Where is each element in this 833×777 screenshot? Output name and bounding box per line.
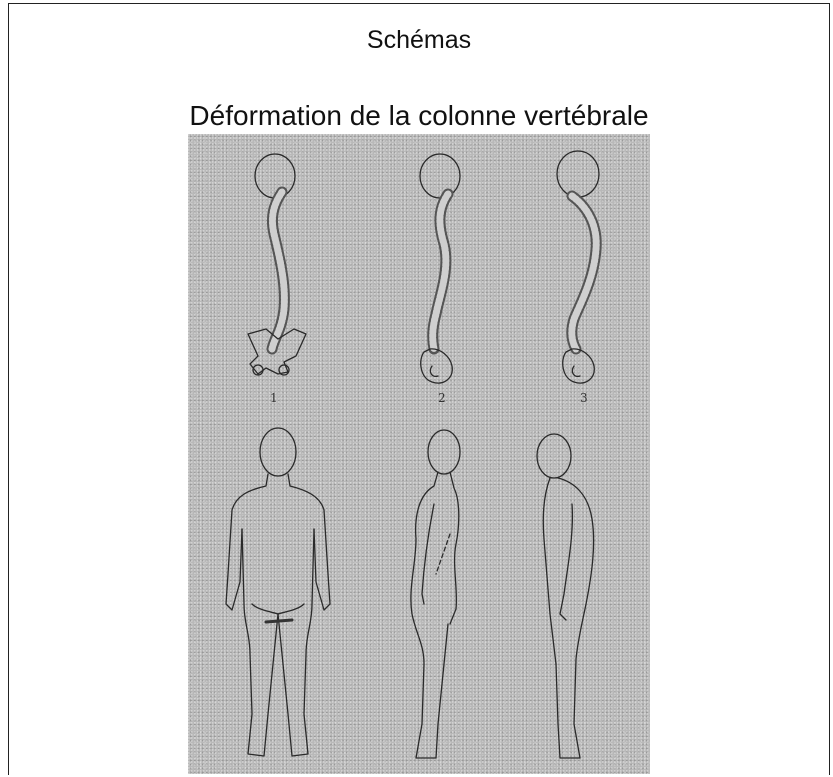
spine-diagram-3: 3 xyxy=(557,151,599,405)
head-1 xyxy=(260,428,296,476)
spine-diagram-2: 2 xyxy=(420,154,460,405)
sacrum-2 xyxy=(421,349,453,383)
figure-label-3: 3 xyxy=(580,391,588,405)
spine-diagram-1: 1 xyxy=(248,154,306,405)
head-2 xyxy=(428,430,460,474)
page-title: Schémas xyxy=(9,26,829,55)
spine-deformation-illustration: 1 2 3 xyxy=(188,134,650,774)
figure-label-1: 1 xyxy=(270,391,278,405)
head-3 xyxy=(537,434,571,478)
sacrum-3 xyxy=(563,349,595,383)
skull-2 xyxy=(420,154,460,198)
page-subtitle: Déformation de la colonne vertébrale xyxy=(9,100,829,132)
body-figure-2-side-view xyxy=(411,430,460,758)
body-figure-3-side-view xyxy=(537,434,594,758)
body-figure-1-rear-view xyxy=(226,428,330,756)
figure-label-2: 2 xyxy=(438,391,446,405)
skull-1 xyxy=(255,154,295,198)
skull-3 xyxy=(557,151,599,197)
